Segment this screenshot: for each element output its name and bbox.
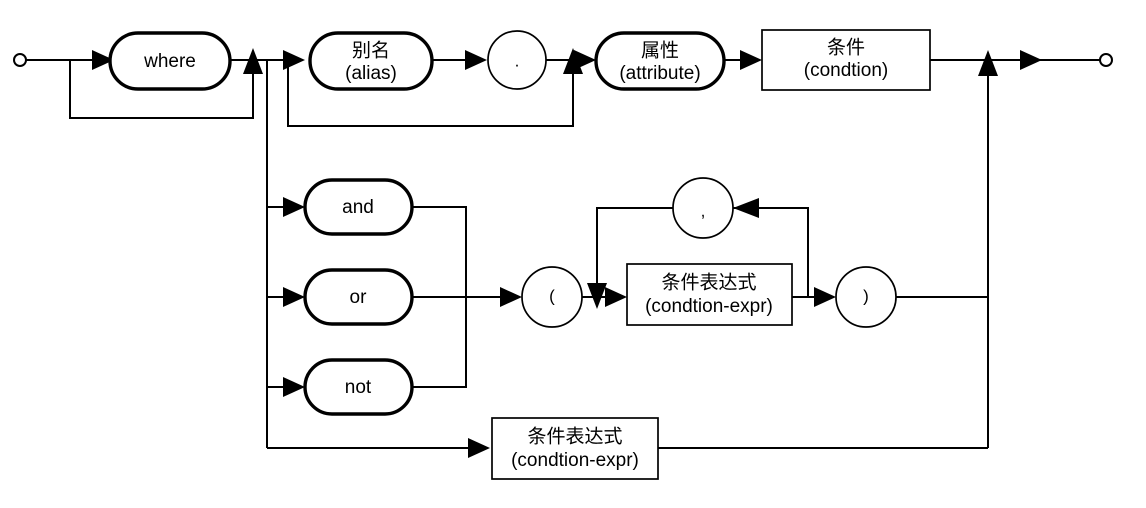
lparen-to-expr-connector <box>582 287 627 307</box>
bottom-branch-connector <box>267 438 490 458</box>
node-comma-label: , <box>701 201 706 220</box>
node-attribute-label-latin: (attribute) <box>619 63 700 84</box>
node-condition[interactable]: 条件 (condtion) <box>761 29 931 91</box>
node-condition-expr-inner[interactable]: 条件表达式 (condtion-expr) <box>626 263 793 326</box>
dot-to-attribute-connector <box>546 50 596 70</box>
node-and-label: and <box>342 197 374 218</box>
logical-merge-rail <box>412 206 522 388</box>
node-lparen[interactable]: ( <box>521 266 583 328</box>
node-comma[interactable]: , <box>672 177 734 239</box>
node-dot-label: . <box>515 51 520 70</box>
right-merge-rail <box>978 50 998 448</box>
and-branch-connector <box>267 197 305 217</box>
node-where-label: where <box>143 51 196 72</box>
not-branch-connector <box>267 377 305 397</box>
end-terminal <box>930 50 1113 70</box>
node-condition-label-latin: (condtion) <box>804 60 889 81</box>
comma-repeat-loop <box>587 198 809 309</box>
node-lparen-label: ( <box>549 286 555 305</box>
start-terminal <box>13 50 114 70</box>
node-alias[interactable]: 别名 (alias) <box>308 31 434 91</box>
alias-to-dot-connector <box>432 50 487 70</box>
expr-to-rparen-connector <box>792 287 836 307</box>
node-rparen-label: ) <box>863 286 869 305</box>
node-dot[interactable]: . <box>487 30 547 90</box>
node-condition-expr-bottom-label-cjk: 条件表达式 <box>527 426 622 448</box>
node-condition-expr-inner-label-latin: (condtion-expr) <box>645 296 773 317</box>
or-branch-connector <box>267 287 305 307</box>
node-condition-expr-inner-label-cjk: 条件表达式 <box>661 272 756 294</box>
node-and[interactable]: and <box>303 178 414 236</box>
node-attribute[interactable]: 属性 (attribute) <box>594 31 726 91</box>
node-or[interactable]: or <box>303 268 414 326</box>
node-condition-label-cjk: 条件 <box>827 37 865 59</box>
node-not-label: not <box>345 377 372 398</box>
node-alias-label-cjk: 别名 <box>352 40 390 62</box>
node-or-label: or <box>350 287 368 308</box>
attribute-to-condition-connector <box>724 50 762 70</box>
node-alias-label-latin: (alias) <box>345 63 397 84</box>
node-where[interactable]: where <box>108 31 232 91</box>
node-not[interactable]: not <box>303 358 414 416</box>
node-rparen[interactable]: ) <box>835 266 897 328</box>
node-condition-expr-bottom-label-latin: (condtion-expr) <box>511 450 639 471</box>
node-attribute-label-cjk: 属性 <box>641 40 679 62</box>
node-condition-expr-bottom[interactable]: 条件表达式 (condtion-expr) <box>491 417 659 480</box>
